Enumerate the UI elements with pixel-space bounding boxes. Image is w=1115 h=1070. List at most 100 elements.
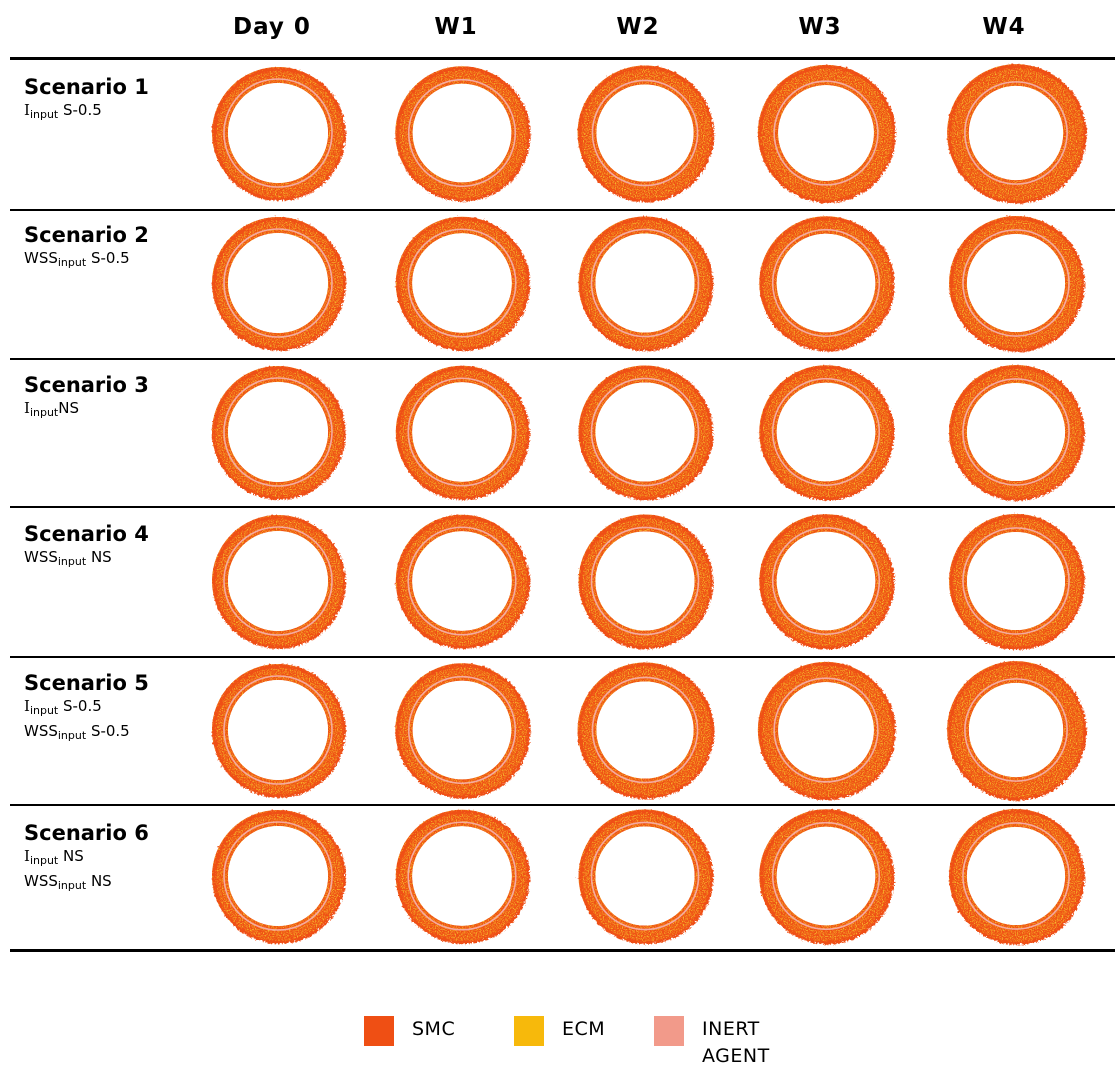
smc-ecm-wall <box>395 809 529 943</box>
vessel-ring <box>211 216 345 350</box>
smc-ecm-wall <box>759 216 893 350</box>
lumen <box>412 233 512 333</box>
inert-agent-ring <box>962 527 1070 635</box>
vessel-ring <box>948 513 1084 649</box>
inert-agent-ring <box>771 526 881 636</box>
outer-edge <box>948 808 1084 944</box>
outer-edge <box>578 809 712 943</box>
vessel-ring <box>211 66 345 200</box>
row-divider <box>10 656 1115 658</box>
inert-agent-ring <box>771 228 881 338</box>
outer-edge <box>578 365 712 499</box>
inert-agent-ring <box>407 377 517 487</box>
row-parameter: WSSinput NS <box>24 548 112 568</box>
lumen <box>228 826 328 926</box>
vessel-ring <box>948 215 1084 351</box>
vessel-ring <box>211 809 345 943</box>
row-title: Scenario 2 <box>24 223 149 247</box>
smc-ecm-wall <box>947 64 1085 202</box>
smc-ecm-wall <box>212 515 344 647</box>
vessel-ring-grid <box>211 63 1086 944</box>
lumen <box>228 382 328 482</box>
scenario-figure: Day 0 W1 W2 W3 W4 Scenario 1 Iinput S-0.… <box>10 14 1115 1067</box>
inert-agent-ring <box>771 377 881 487</box>
inert-agent-ring <box>962 229 1070 337</box>
outer-edge <box>946 63 1086 203</box>
vessel-ring <box>758 215 894 351</box>
outer-edge <box>578 216 712 350</box>
smc-ecm-wall <box>212 810 344 942</box>
inert-agent-ring <box>773 80 879 186</box>
inert-agent-ring <box>590 821 700 931</box>
vessel-ring <box>395 365 529 499</box>
row-label-scenario-3: Scenario 3 IinputNS <box>24 372 214 423</box>
row-title: Scenario 6 <box>24 821 149 845</box>
lumen <box>228 233 328 333</box>
column-header-w2: W2 <box>616 14 660 40</box>
outer-edge <box>395 216 529 350</box>
inert-agent-ring <box>590 377 700 487</box>
inert-agent-ring <box>407 78 517 188</box>
row-parameter: WSSinput S-0.5 <box>24 249 130 269</box>
outer-edge <box>577 65 713 201</box>
row-divider <box>10 358 1115 360</box>
lumen <box>228 680 328 780</box>
row-label-scenario-5: Scenario 5 Iinput S-0.5 WSSinput S-0.5 <box>24 670 214 746</box>
row-label-scenario-2: Scenario 2 WSSinput S-0.5 <box>24 222 214 273</box>
row-parameter: WSSinput NS <box>24 872 112 892</box>
outer-edge <box>395 365 529 499</box>
outer-edge <box>211 663 345 797</box>
lumen <box>412 680 512 780</box>
row-parameter: WSSinput S-0.5 <box>24 722 130 742</box>
outer-edge <box>757 661 895 799</box>
vessel-ring <box>395 514 529 648</box>
vessel-ring <box>578 809 712 943</box>
vessel-ring <box>757 661 895 799</box>
smc-ecm-wall <box>395 66 529 200</box>
column-header-day0: Day 0 <box>233 14 311 40</box>
row-label-scenario-1: Scenario 1 Iinput S-0.5 <box>24 74 214 125</box>
legend-label-smc: SMC <box>412 1018 456 1040</box>
smc-ecm-wall <box>757 661 895 799</box>
smc-ecm-wall <box>757 64 895 202</box>
inert-agent-ring <box>407 228 517 338</box>
smc-ecm-wall <box>212 217 344 349</box>
outer-edge <box>946 660 1086 800</box>
lumen <box>595 382 695 482</box>
lumen <box>776 531 876 631</box>
vessel-ring <box>211 365 345 499</box>
vessel-ring <box>948 808 1084 944</box>
inert-agent-ring <box>407 526 517 636</box>
inert-agent-ring <box>962 378 1070 486</box>
smc-ecm-wall <box>759 809 893 943</box>
vessel-ring <box>758 513 894 649</box>
smc-ecm-wall <box>759 365 893 499</box>
vessel-ring <box>758 364 894 500</box>
row-divider <box>10 209 1115 211</box>
lumen <box>596 681 694 779</box>
legend-label-inert-agent: INERT AGENT <box>702 1018 770 1067</box>
row-title: Scenario 5 <box>24 671 149 695</box>
outer-edge <box>211 216 345 350</box>
bottom-rule <box>10 949 1115 952</box>
lumen <box>412 382 512 482</box>
smc-ecm-wall <box>578 809 712 943</box>
inert-agent-ring <box>591 79 699 187</box>
vessel-ring <box>578 216 712 350</box>
vessel-ring <box>211 514 345 648</box>
vessel-ring <box>395 216 529 350</box>
outer-edge <box>758 513 894 649</box>
vessel-ring <box>394 65 530 201</box>
vessel-ring <box>946 63 1086 203</box>
inert-agent-ring <box>223 78 333 188</box>
outer-edge <box>577 662 713 798</box>
legend-swatch-inert-agent <box>654 1016 684 1046</box>
smc-ecm-wall <box>212 67 344 199</box>
smc-ecm-wall <box>395 663 529 797</box>
inert-agent-ring <box>590 228 700 338</box>
outer-edge <box>758 364 894 500</box>
legend-label-ecm: ECM <box>562 1018 606 1040</box>
row-title: Scenario 1 <box>24 75 149 99</box>
smc-ecm-wall <box>947 661 1085 799</box>
lumen <box>778 85 874 181</box>
